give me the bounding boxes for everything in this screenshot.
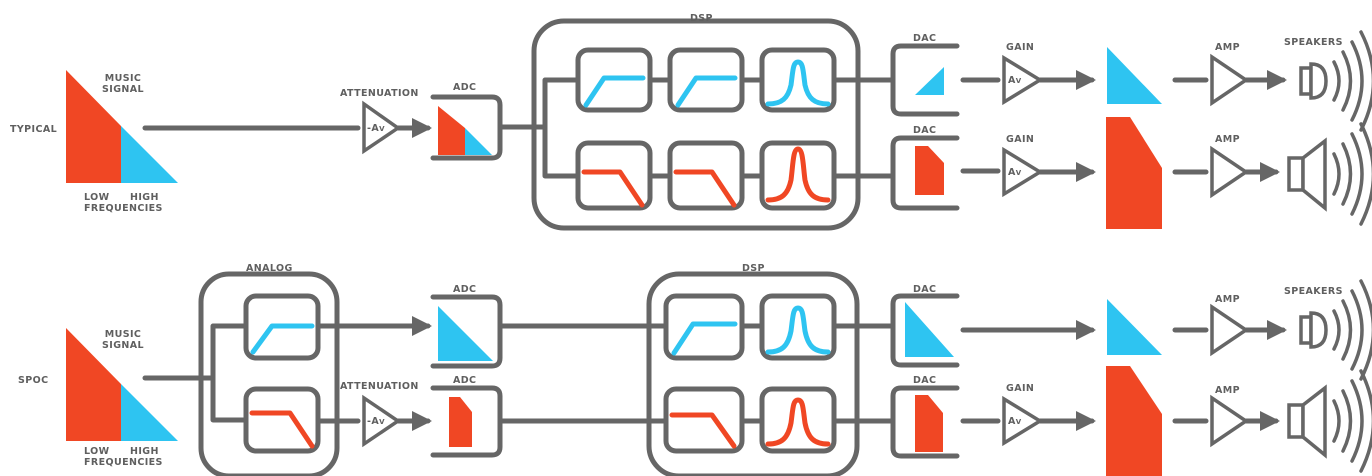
typical-gain-amp-high (1002, 54, 1044, 106)
spoc-dsp-label: DSP (742, 263, 765, 274)
spoc-analog-highpass (243, 293, 321, 361)
spoc-gain-symbol: AV (1008, 416, 1022, 427)
spoc-woofer-icon (1287, 369, 1372, 473)
spoc-atten-symbol: -AV (367, 416, 385, 427)
typical-music-signal-spectrum (66, 70, 178, 183)
typical-gain-high-symbol: AV (1008, 75, 1022, 86)
typical-dac-high-label: DAC (913, 33, 937, 44)
typical-high-label: HIGH (130, 192, 159, 203)
spoc-music-signal-spectrum (66, 328, 178, 441)
typical-amplified-low-spectrum (1106, 117, 1162, 229)
typical-speakers-label: SPEAKERS (1284, 37, 1343, 48)
typical-amp-high-label: AMP (1215, 42, 1240, 53)
typical-dsp-low-chain (575, 140, 837, 211)
spoc-dac-low-block (890, 385, 960, 459)
spoc-low-label: LOW (84, 446, 110, 457)
spoc-adc-high-block (430, 294, 503, 369)
spoc-frequencies-label: FREQUENCIES (84, 457, 163, 468)
spoc-analog-branch-low (210, 375, 249, 423)
spoc-analog-label: ANALOG (246, 263, 293, 274)
typical-power-amp-low (1210, 145, 1250, 199)
spoc-dac-high-block (890, 293, 960, 368)
spoc-gain-label: GAIN (1006, 383, 1035, 394)
typical-branch-high (534, 77, 581, 130)
spoc-amplified-high-spectrum (1107, 299, 1162, 355)
typical-frequencies-label: FREQUENCIES (84, 203, 163, 214)
spoc-adc-low-label: ADC (453, 375, 477, 386)
typical-dsp-frame (531, 18, 861, 231)
spoc-amplified-low-spectrum (1106, 366, 1162, 476)
spoc-attenuation-label: ATTENUATION (340, 381, 419, 392)
spoc-attenuation-amp (362, 394, 402, 448)
typical-amp-low-label: AMP (1215, 134, 1240, 145)
spoc-gain-amp-low (1002, 395, 1044, 447)
high-frequency-band (121, 126, 178, 183)
spoc-amp-high-label: AMP (1215, 294, 1240, 305)
spoc-music-signal-label: MUSIC SIGNAL (102, 329, 144, 351)
spoc-adc-high-label: ADC (453, 284, 477, 295)
typical-branch-low (534, 124, 581, 179)
spoc-power-amp-high (1210, 303, 1250, 357)
typical-adc-block (430, 94, 503, 161)
typical-row-label: TYPICAL (10, 124, 58, 135)
spoc-row-label: SPOC (18, 375, 49, 386)
typical-power-amp-high (1210, 53, 1250, 107)
typical-gain-low-symbol: AV (1008, 167, 1022, 178)
typical-low-label: LOW (84, 192, 110, 203)
typical-dac-low-label: DAC (913, 125, 937, 136)
typical-gain-low-label: GAIN (1006, 134, 1035, 145)
typical-adc-label: ADC (453, 82, 477, 93)
spoc-dac-low-label: DAC (913, 375, 937, 386)
typical-dsp-high-chain (575, 47, 837, 113)
spoc-section (66, 271, 1372, 476)
low-frequency-band (66, 70, 121, 183)
typical-music-signal-label: MUSIC SIGNAL (102, 73, 144, 95)
spoc-analog-branch-high (210, 323, 249, 381)
typical-gain-amp-low (1002, 146, 1044, 198)
spoc-speakers-label: SPEAKERS (1284, 286, 1343, 297)
spoc-analog-frame (198, 271, 340, 476)
typical-attenuation-amp (362, 100, 402, 155)
spoc-dac-high-label: DAC (913, 284, 937, 295)
typical-dac-low-block (890, 135, 960, 211)
spoc-amp-low-label: AMP (1215, 385, 1240, 396)
spoc-adc-low-block (430, 385, 503, 458)
spoc-dsp-high-chain (663, 293, 837, 361)
spoc-high-label: HIGH (130, 446, 159, 457)
typical-dac-high-block (890, 43, 960, 117)
typical-woofer-icon (1287, 122, 1372, 226)
spoc-analog-lowpass (243, 386, 321, 454)
spoc-dsp-low-chain (663, 386, 837, 454)
typical-section (66, 18, 1372, 231)
typical-tweeter-icon (1299, 30, 1372, 132)
typical-attenuation-label: ATTENUATION (340, 88, 419, 99)
typical-amplified-high-spectrum (1107, 47, 1162, 104)
spoc-dsp-frame (646, 271, 860, 476)
typical-atten-symbol: -AV (367, 123, 385, 134)
spoc-power-amp-low (1210, 394, 1250, 448)
typical-gain-high-label: GAIN (1006, 42, 1035, 53)
typical-dsp-label: DSP (690, 13, 713, 24)
spoc-tweeter-icon (1299, 279, 1372, 381)
